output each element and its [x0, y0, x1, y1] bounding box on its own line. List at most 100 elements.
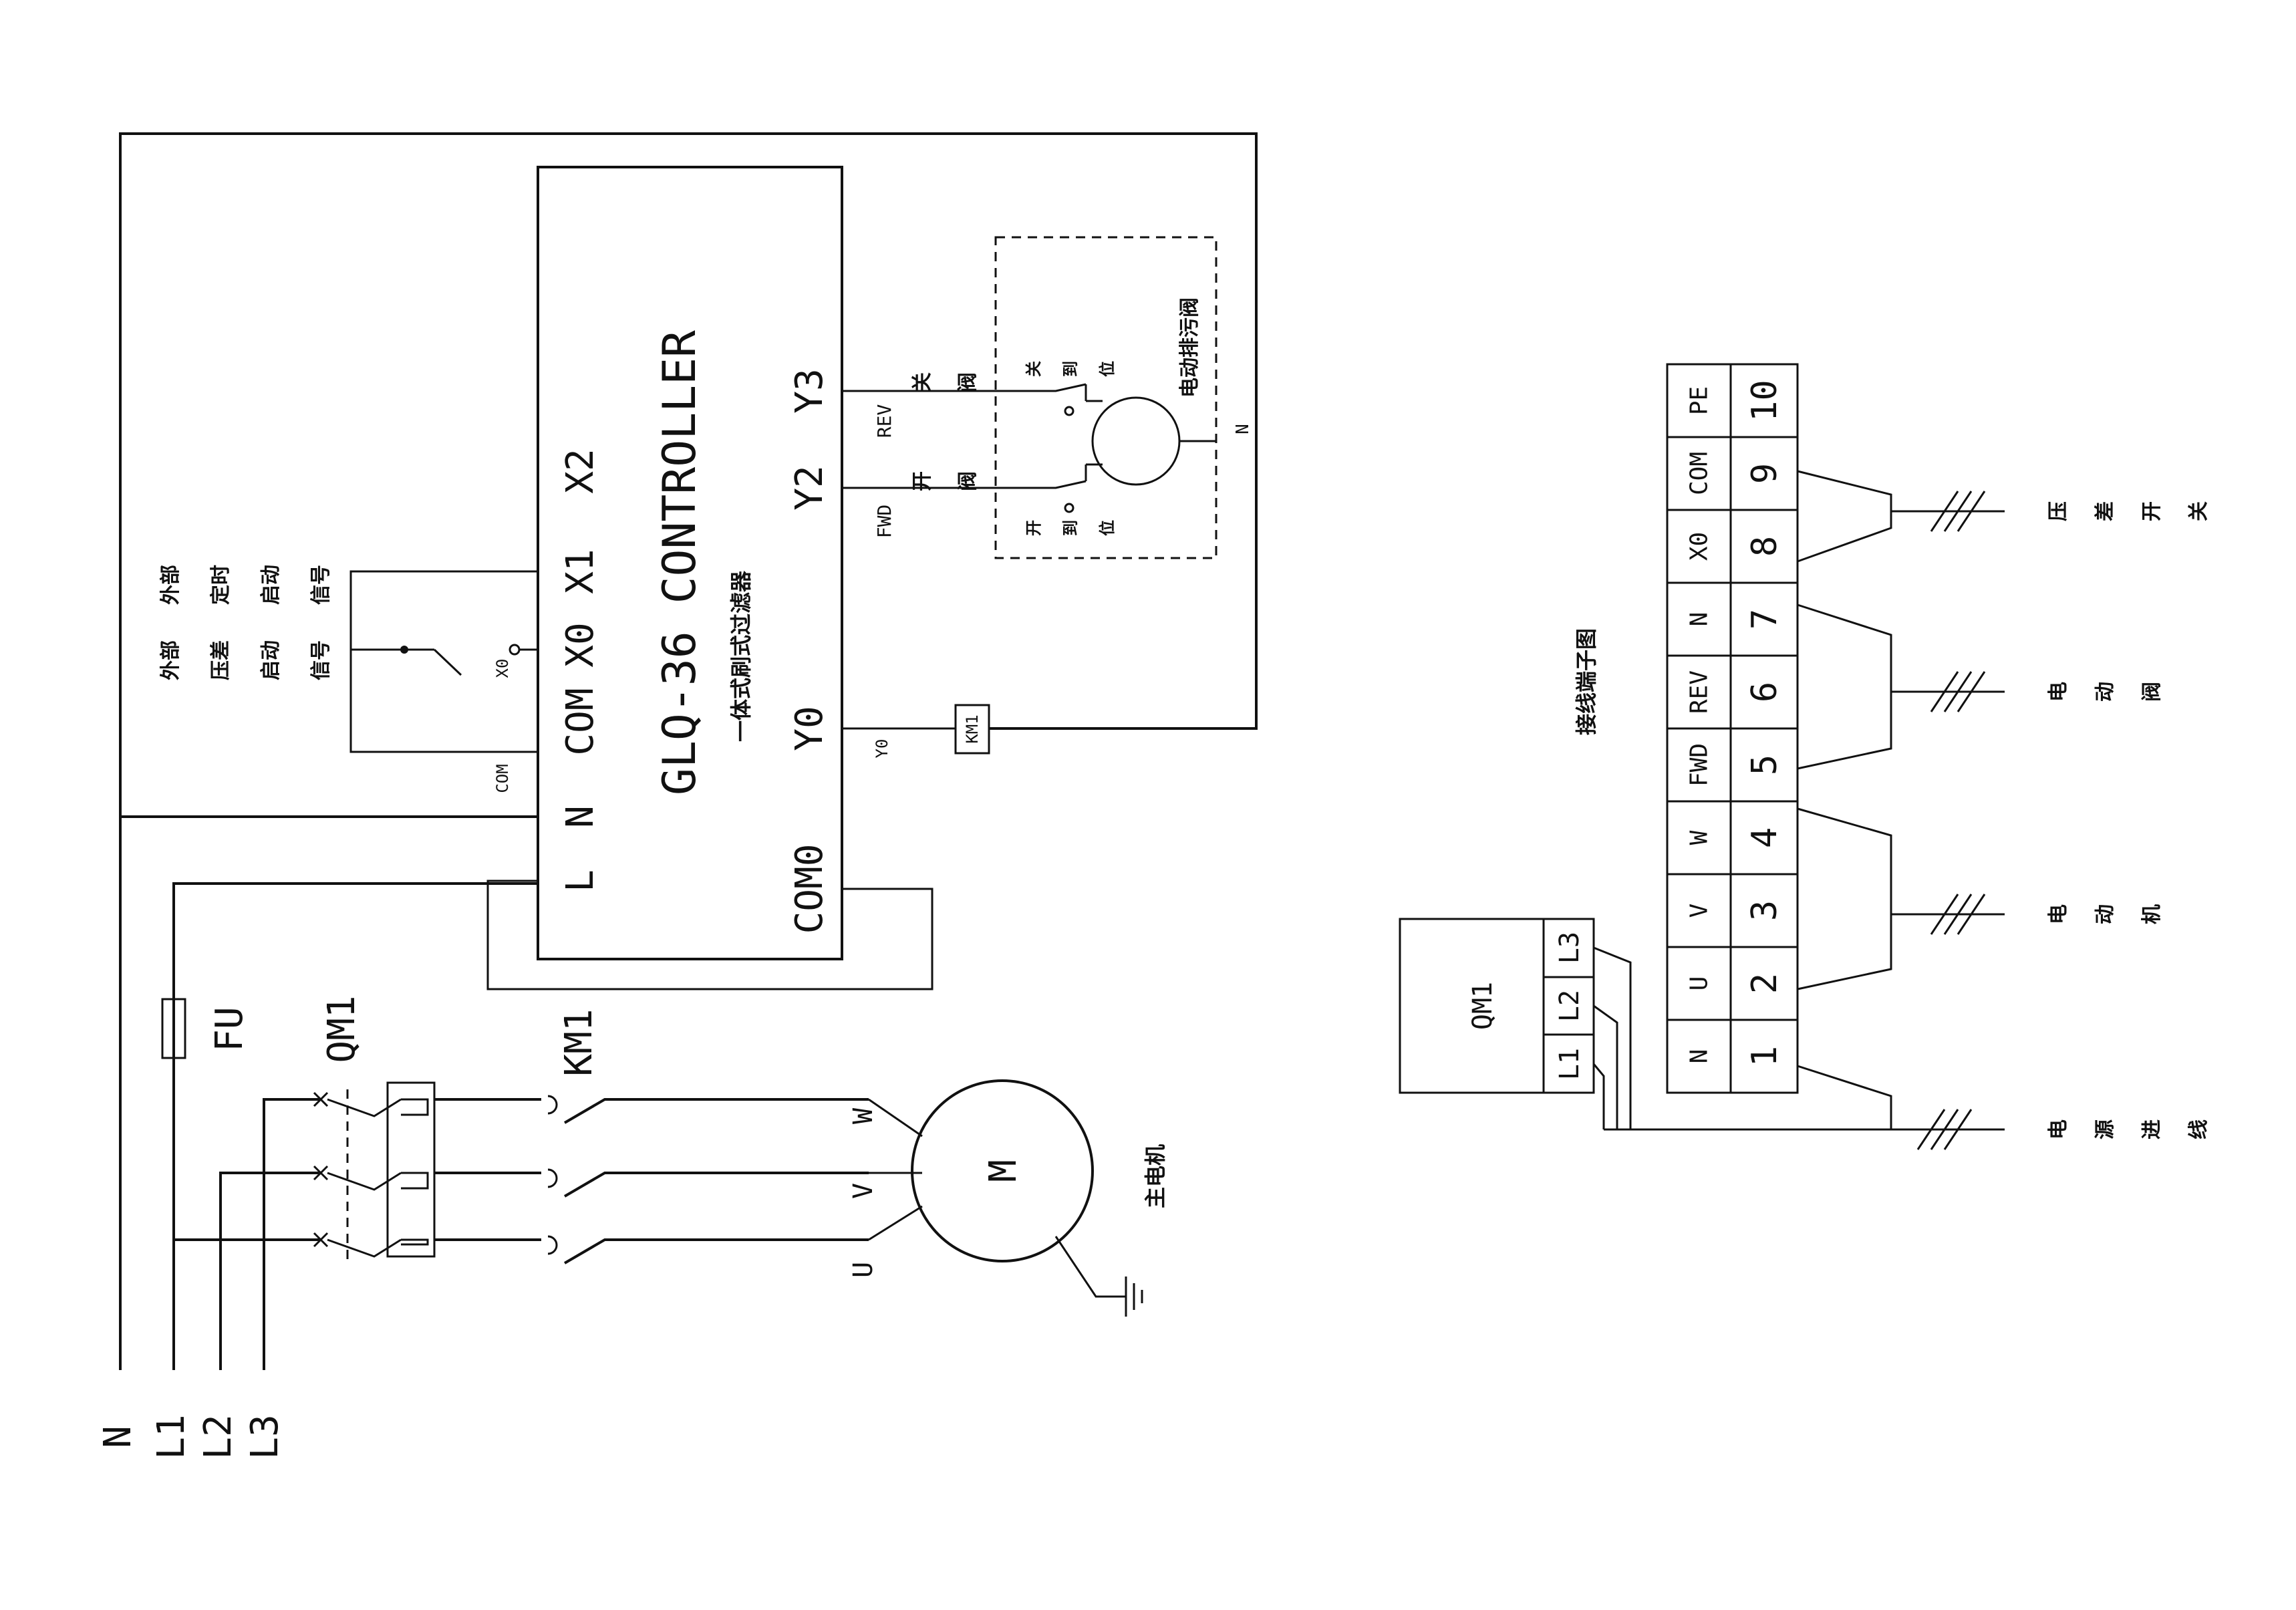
motor-2: 机	[2140, 904, 2164, 924]
qm1-thermal-hooks	[401, 1098, 429, 1246]
phase-u: U	[848, 1262, 879, 1278]
open-limit-0: 开	[1024, 520, 1043, 536]
terminal-name: FWD	[1686, 743, 1713, 787]
x0-switch-blade	[433, 648, 462, 676]
pin-x1: X1	[559, 549, 602, 593]
fuse-fu	[161, 998, 186, 1059]
cable-power-in	[1630, 1065, 2005, 1150]
qm1-x-l1	[313, 1232, 329, 1248]
line-l1: L1	[150, 1414, 193, 1459]
controller-model: GLQ-36 CONTROLLER	[654, 330, 706, 795]
terminal-number: 9	[1745, 463, 1785, 484]
ground-icon	[1125, 1277, 1143, 1317]
km1-contact-w	[547, 1095, 558, 1115]
input-common-wire	[349, 570, 538, 753]
terminal-name: U	[1686, 976, 1713, 991]
pin-n: N	[559, 805, 602, 828]
input-col1-3: 信号	[309, 640, 333, 680]
pressure-0: 压	[2047, 501, 2070, 521]
pressure-hash	[1930, 491, 1986, 532]
terminal-number: 7	[1745, 609, 1785, 630]
input-col1-1: 压差	[209, 640, 233, 680]
pressure-3: 关	[2187, 501, 2210, 521]
neutral-frame-wire	[119, 132, 1258, 1370]
label-motor: 电 动 机	[2047, 904, 2164, 924]
cable-pressure	[1797, 470, 2005, 563]
open-valve-1: 阀	[956, 471, 980, 491]
label-pressure: 压 差 开 关	[2047, 501, 2210, 521]
power-in-2: 进	[2140, 1119, 2164, 1139]
qm1-x-l3	[313, 1091, 329, 1107]
pin-x0: X0	[559, 622, 602, 667]
terminal-number: 2	[1745, 973, 1785, 994]
l3-wire	[263, 1098, 321, 1370]
valve-fan	[1797, 603, 1892, 770]
qm1-x-l2	[313, 1165, 329, 1181]
terminal-number: 4	[1745, 827, 1785, 848]
pin-com0: COM0	[788, 844, 831, 934]
qm1-thermal-block	[386, 1081, 436, 1258]
motor-m: M	[982, 1160, 1025, 1182]
cable-motor	[1797, 807, 2005, 990]
open-limit-2: 位	[1097, 520, 1117, 536]
x0-junction-dot	[400, 646, 408, 654]
km1-blade-u	[563, 1238, 869, 1264]
qm1-box-label: QM1	[1467, 982, 1498, 1030]
cable-valve	[1797, 603, 2005, 770]
valve-hash	[1930, 671, 1986, 712]
pin-y3: Y3	[788, 368, 831, 413]
terminal-name: X0	[1686, 532, 1713, 561]
close-limit-1: 到	[1060, 361, 1080, 377]
close-limit-0: 关	[1024, 361, 1043, 377]
km1-blade-w	[563, 1098, 869, 1124]
terminal-number: 8	[1745, 536, 1785, 557]
input-col2-2: 启动	[259, 565, 283, 605]
pressure-2: 开	[2140, 501, 2164, 521]
input-col2-1: 定时	[209, 565, 233, 605]
pin-l: L	[559, 869, 602, 892]
phase-w: W	[848, 1107, 879, 1124]
close-limit-contact	[1064, 406, 1074, 416]
qm1-feed-wires	[1592, 946, 1632, 1129]
label-valve: 电 动 阀	[2047, 682, 2164, 702]
line-n: N	[96, 1426, 140, 1448]
qm1-pin-l3: L3	[1554, 932, 1585, 964]
valve-2: 阀	[2140, 682, 2164, 702]
close-valve-1: 阀	[956, 372, 980, 392]
valve-title: 电动排污阀	[1178, 297, 1201, 398]
y2-fwd-wire	[842, 480, 1087, 489]
l2-wire	[219, 1172, 321, 1370]
input-col2-0: 外部	[159, 565, 182, 605]
breaker-label: QM1	[320, 995, 364, 1063]
breaker-qm1	[313, 1081, 436, 1263]
terminal-number: 1	[1745, 1046, 1785, 1067]
qm1-pin-dividers	[1542, 919, 1594, 1093]
input-col1-2: 启动	[259, 640, 283, 680]
km1-coil-label: KM1	[963, 714, 982, 743]
terminal-name: W	[1686, 830, 1713, 845]
label-power-in: 电 源 进 线	[2047, 1119, 2210, 1139]
x0-label: X0	[493, 659, 512, 678]
y3-rev-wire	[842, 383, 1087, 392]
qm1-pin-l2: L2	[1554, 990, 1585, 1022]
valve-0: 电	[2047, 682, 2070, 702]
terminal-number: 6	[1745, 682, 1785, 702]
valve-motor-circle	[1091, 396, 1181, 486]
power-in-fan	[1797, 1065, 1892, 1129]
terminal-title: 接线端子图	[1574, 628, 1599, 735]
pin-y0: Y0	[788, 706, 831, 751]
open-valve-0: 开	[911, 471, 934, 491]
pressure-fan	[1797, 470, 1892, 563]
rev-label: REV	[873, 404, 895, 438]
line-l2: L2	[196, 1414, 240, 1459]
valve-1: 动	[2094, 682, 2117, 702]
input-col2-3: 信号	[309, 565, 333, 605]
qm1-pin-l1: L1	[1554, 1048, 1585, 1080]
close-valve-0: 关	[911, 372, 934, 392]
fwd-label: FWD	[873, 505, 895, 539]
motor-fan	[1797, 807, 1892, 990]
external-pressure-label: 外部 压差 启动 信号	[159, 640, 333, 680]
ground-wire	[1054, 1236, 1126, 1298]
